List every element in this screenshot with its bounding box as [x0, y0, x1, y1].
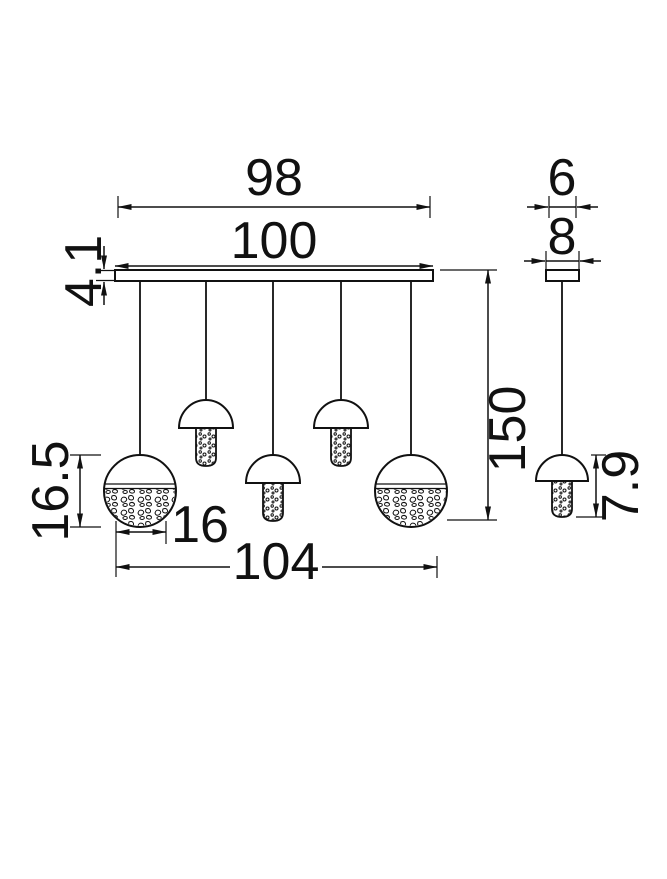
dimension-label-100: 100 [231, 212, 318, 270]
textured-diffuser-stem [195, 427, 217, 467]
dimension-label-7-9: 7.9 [592, 450, 650, 522]
dimension-label-8: 8 [548, 208, 577, 266]
dome-pendant [312, 399, 370, 467]
ceiling-canopy-end [545, 269, 580, 282]
suspension-cords [139, 281, 412, 455]
sphere-texture [376, 488, 446, 526]
dome-shade [534, 454, 590, 482]
textured-diffuser-stem [262, 482, 284, 522]
dimension-4-1: 4.1 [55, 235, 116, 307]
dimension-6: 6 [527, 149, 598, 218]
dome-pendant [177, 399, 235, 467]
dimension-label-98: 98 [245, 149, 303, 207]
front-view: 98 100 4.1 16.5 16 [22, 149, 537, 591]
dimension-label-16: 16 [171, 496, 229, 554]
dome-pendant [534, 454, 590, 518]
sphere-pendant [103, 454, 177, 528]
ceiling-canopy-bar [114, 269, 434, 282]
dimension-label-104: 104 [233, 533, 320, 591]
dimension-16: 16 [115, 496, 229, 577]
dome-shade [244, 454, 302, 484]
sphere-pendant [374, 454, 448, 528]
dimension-104: 104 [115, 533, 438, 591]
dimension-100: 100 [114, 212, 434, 270]
dome-shade [312, 399, 370, 429]
dimension-label-16-5: 16.5 [22, 440, 80, 541]
dimension-label-6: 6 [548, 149, 577, 207]
dimension-150: 150 [440, 269, 537, 521]
dimension-label-150: 150 [479, 386, 537, 473]
side-view: 6 8 7.9 [524, 149, 650, 522]
dimension-98: 98 [117, 149, 431, 218]
dimension-16-5: 16.5 [22, 440, 101, 542]
dome-shade [177, 399, 235, 429]
textured-diffuser-stem [330, 427, 352, 467]
dimension-label-4-1: 4.1 [55, 235, 113, 307]
dome-pendant [244, 454, 302, 522]
dimension-8: 8 [524, 208, 601, 269]
dimension-7-9: 7.9 [576, 450, 650, 522]
textured-diffuser-stem [551, 480, 573, 518]
sphere-texture [105, 488, 175, 526]
label-background [230, 540, 322, 586]
